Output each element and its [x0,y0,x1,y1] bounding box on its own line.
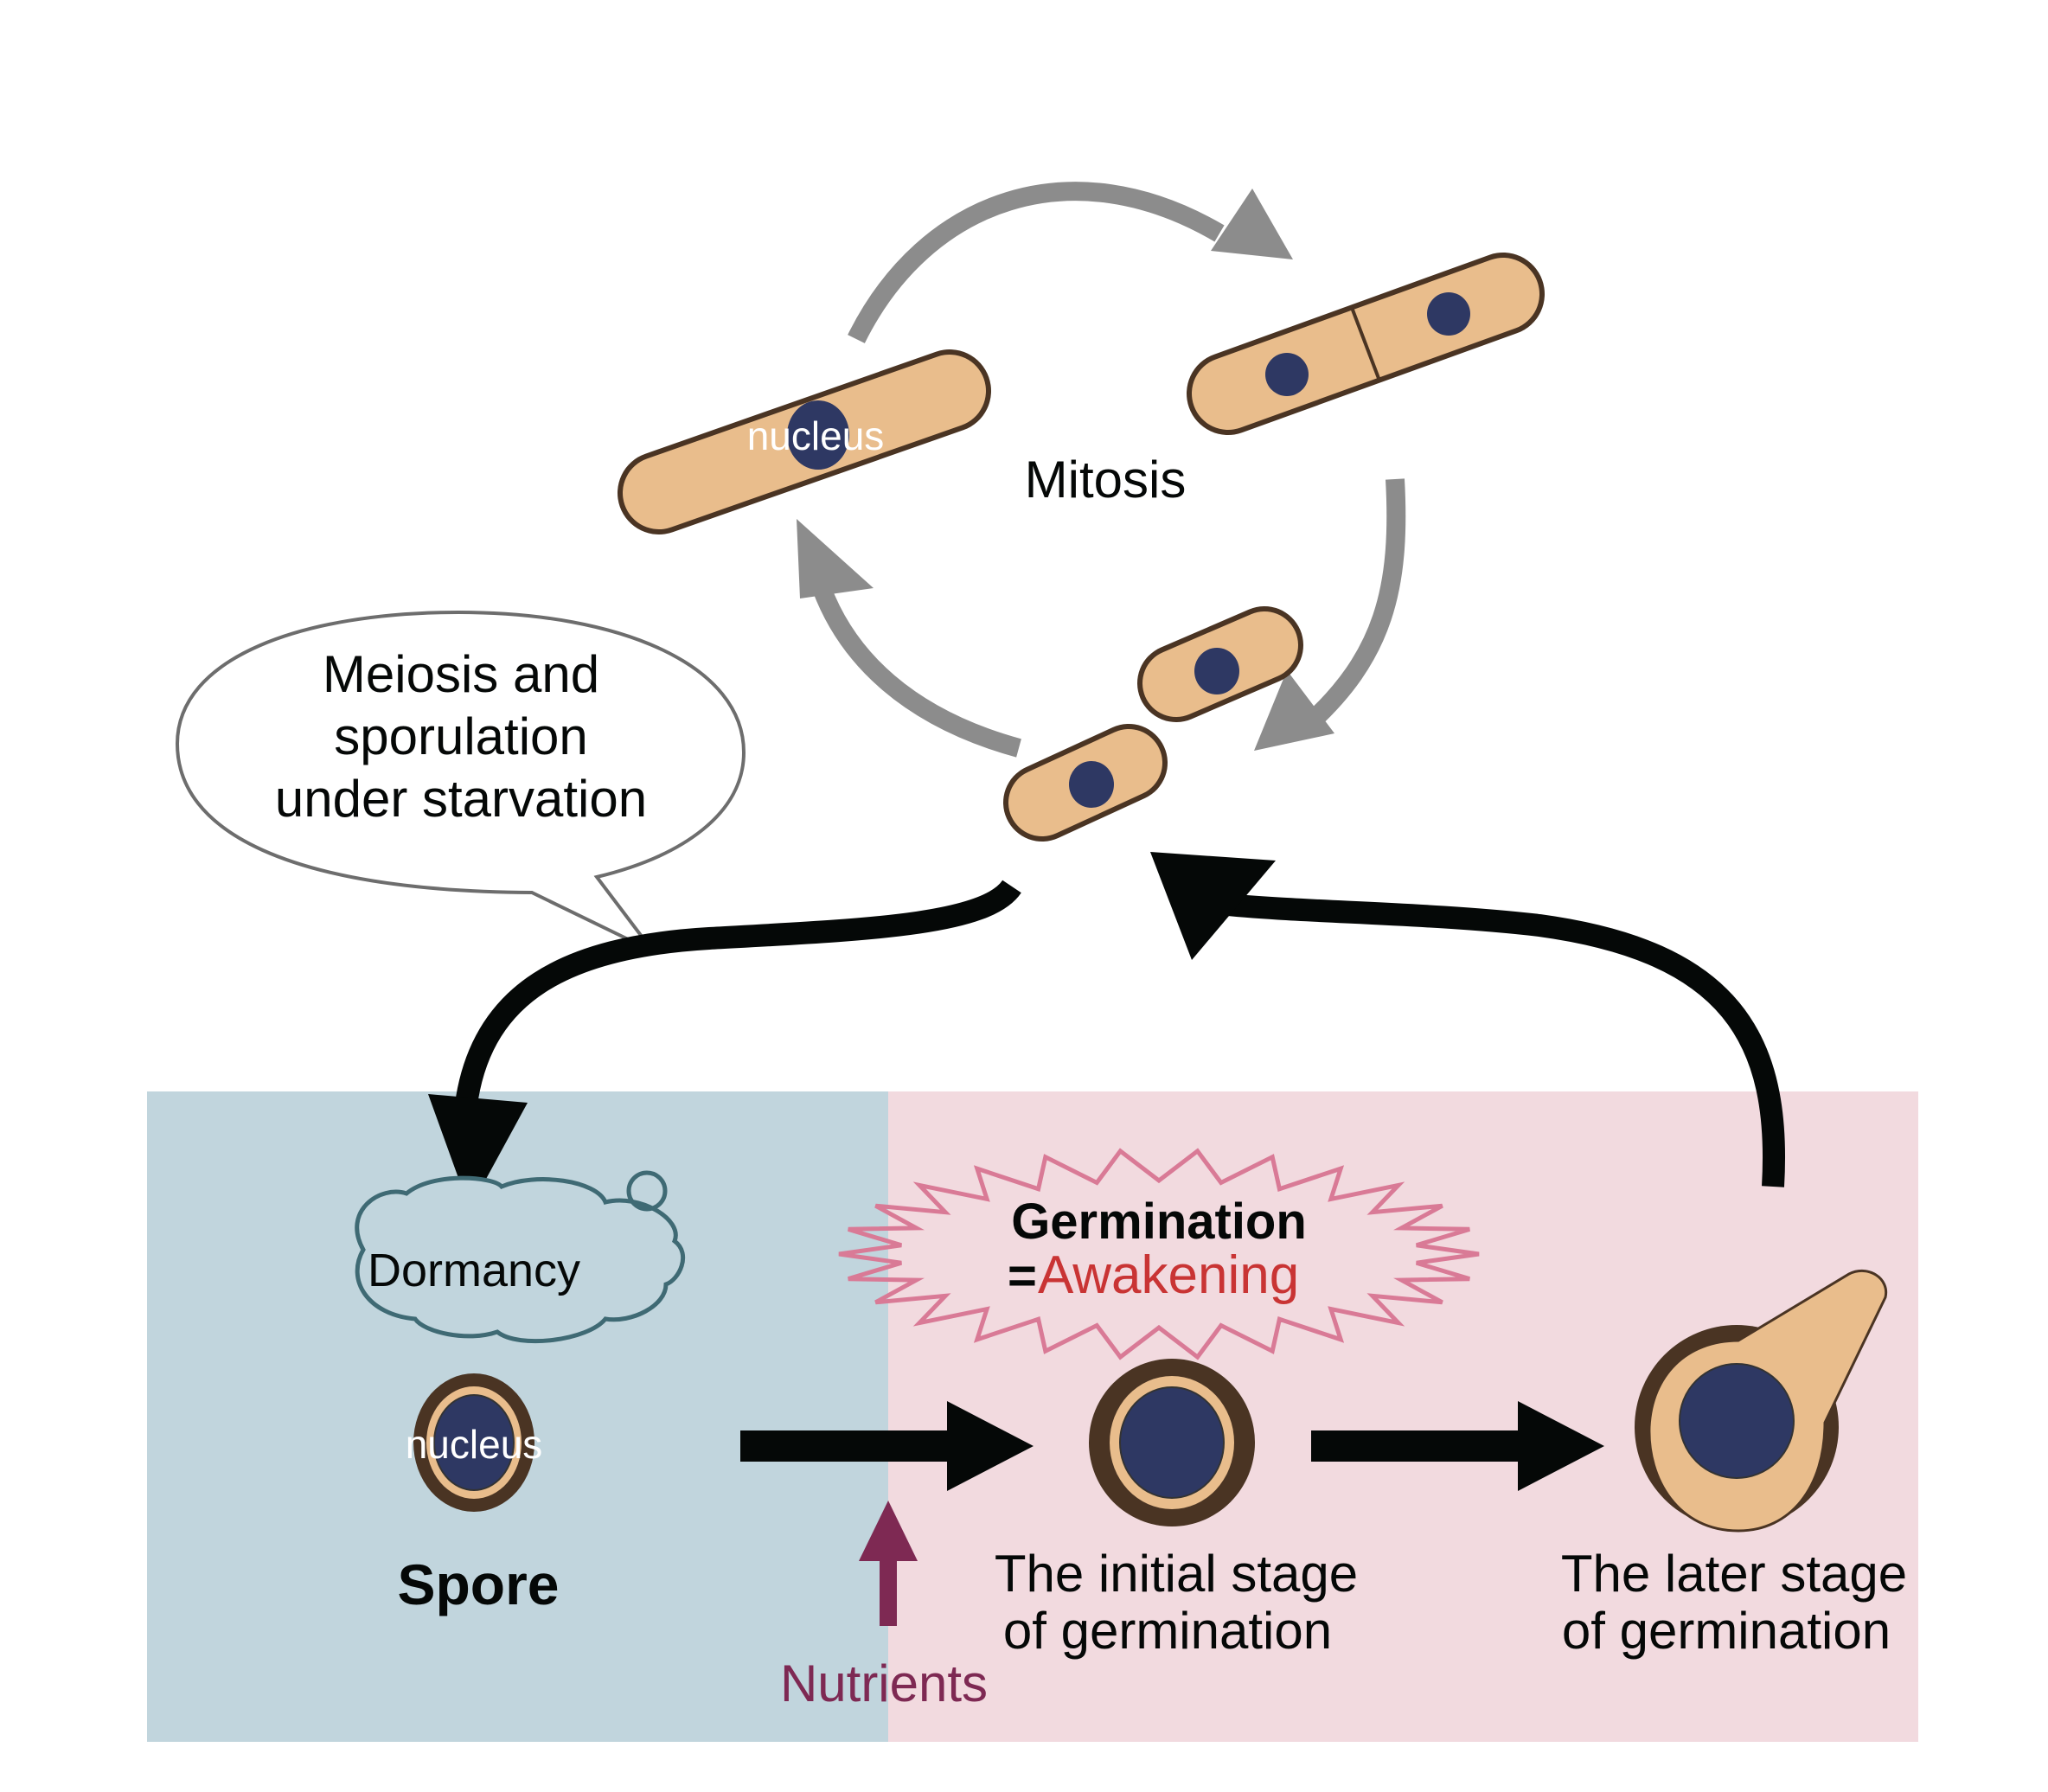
germination-burst: Germination = Awakening [838,1148,1480,1360]
nucleus [1427,292,1470,336]
svg-text:Meiosis and: Meiosis and [323,645,599,703]
svg-text:=: = [1008,1248,1037,1304]
svg-text:under starvation: under starvation [275,770,647,828]
sporulation-arrow [456,879,1021,1101]
return-to-growth-arrowhead [1150,852,1276,960]
mitosis-arrowheads [797,189,1334,751]
daughter-cell-lower [1003,724,1168,842]
nutrients-arrow [859,1501,918,1626]
svg-text:Dormancy: Dormancy [368,1245,580,1296]
later-germination-cell [1635,1269,1888,1533]
spore-label: Spore [397,1552,559,1616]
later-stage-label: The later stage [1561,1545,1907,1603]
later-stage-label: of germination [1562,1602,1891,1660]
svg-text:sporulation: sporulation [334,707,588,765]
mitosis-arrow-right [1299,478,1406,734]
mitosis-arrow-left [812,585,1021,758]
germination-arrow-1 [740,1401,1034,1491]
nutrients-label: Nutrients [780,1654,988,1712]
germination-arrow-2 [1311,1401,1604,1491]
dividing-cell [1187,253,1545,435]
return-to-growth-arrow [1218,893,1785,1187]
mitosis-arrowhead-left [797,519,874,598]
nucleus [1265,353,1309,396]
initial-stage-label: The initial stage [995,1545,1358,1603]
initial-germination-spore [1089,1359,1255,1526]
initial-stage-label: of germination [1003,1602,1332,1660]
mitosis-arrowhead-top [1211,189,1293,259]
sporulation-arrowhead [428,1094,528,1209]
mitosis-cycle-arrows [812,182,1406,758]
dormancy-cloud: Dormancy [355,1170,686,1344]
mitosis-arrowhead-right [1254,670,1334,751]
svg-text:Germination: Germination [1011,1194,1307,1250]
nucleus-label: nucleus [747,413,885,458]
speech-bubble: Meiosis and sporulation under starvation [175,610,746,953]
svg-text:Awakening: Awakening [1038,1245,1299,1305]
svg-text:nucleus: nucleus [406,1422,543,1467]
interphase-cell: nucleus [618,349,991,534]
nucleus [787,400,849,470]
septum [1349,304,1381,381]
mitosis-arrow-top [848,182,1225,343]
mitosis-label: Mitosis [1025,451,1187,509]
spore: nucleus [406,1373,543,1512]
daughter-cell-upper [1137,606,1303,722]
